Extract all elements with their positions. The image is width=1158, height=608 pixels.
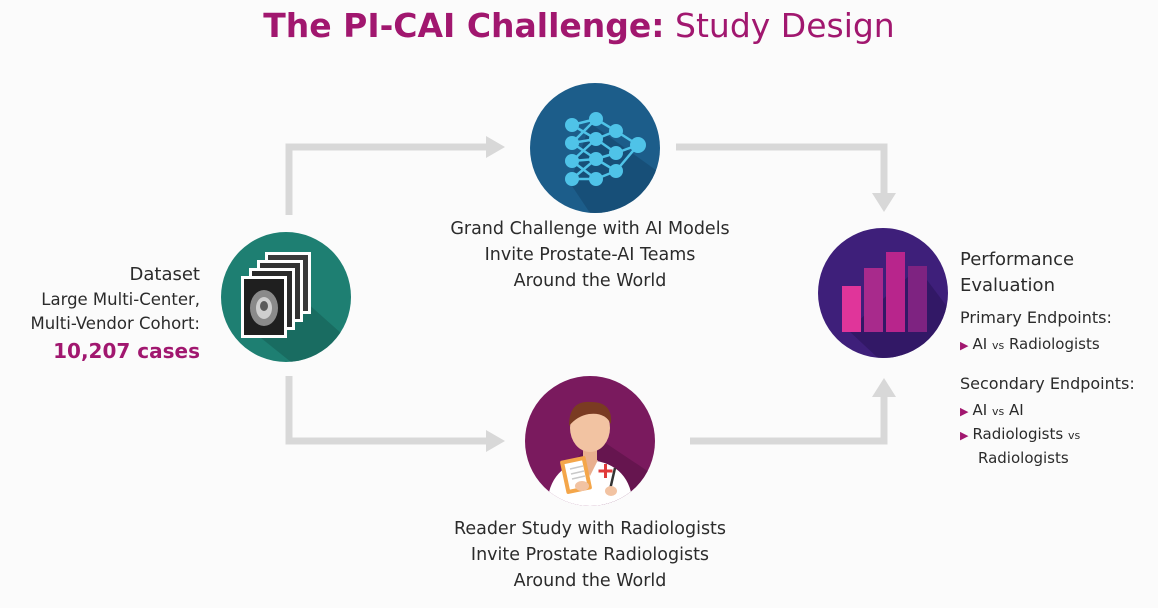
mri-slices-icon	[221, 232, 351, 362]
bullet-triangle-icon: ▶	[960, 429, 968, 442]
dataset-text: Dataset Large Multi-Center, Multi-Vendor…	[0, 262, 200, 366]
grand-challenge-heading: Grand Challenge with AI Models	[380, 216, 800, 242]
reader-study-line2: Around the World	[380, 568, 800, 594]
reader-study-text: Reader Study with Radiologists Invite Pr…	[380, 516, 800, 594]
dataset-heading: Dataset	[0, 262, 200, 288]
arrow-dataset-to-reader	[289, 376, 488, 441]
reader-study-line1: Invite Prostate Radiologists	[380, 542, 800, 568]
bullet-triangle-icon: ▶	[960, 339, 968, 352]
arrow-challenge-to-evaluation	[676, 147, 884, 196]
neural-network-icon	[530, 83, 660, 213]
radiologist-icon	[525, 376, 655, 506]
grand-challenge-line2: Around the World	[380, 268, 800, 294]
secondary-endpoint-item-2-cont: Radiologists	[960, 447, 1135, 469]
secondary-endpoints-heading: Secondary Endpoints:	[960, 373, 1135, 395]
performance-text: Performance Evaluation Primary Endpoints…	[960, 247, 1135, 469]
primary-endpoint-item: ▶AI vs Radiologists	[960, 333, 1135, 357]
primary-endpoints-heading: Primary Endpoints:	[960, 307, 1135, 329]
grand-challenge-text: Grand Challenge with AI Models Invite Pr…	[380, 216, 800, 294]
secondary-endpoint-item-1: ▶AI vs AI	[960, 399, 1135, 423]
secondary-endpoint-item-2: ▶Radiologists vs	[960, 423, 1135, 447]
bullet-triangle-icon: ▶	[960, 405, 968, 418]
performance-heading-1: Performance	[960, 247, 1135, 273]
ai-circle	[530, 83, 660, 213]
arrow-dataset-to-challenge	[289, 147, 488, 215]
dataset-circle	[221, 232, 351, 362]
bar-chart-icon	[818, 228, 948, 358]
performance-circle	[818, 228, 948, 358]
reader-study-heading: Reader Study with Radiologists	[380, 516, 800, 542]
dataset-line1: Large Multi-Center,	[0, 288, 200, 312]
reader-circle	[525, 376, 655, 506]
performance-heading-2: Evaluation	[960, 273, 1135, 299]
arrow-reader-to-evaluation	[690, 392, 884, 441]
dataset-line2: Multi-Vendor Cohort:	[0, 312, 200, 336]
grand-challenge-line1: Invite Prostate-AI Teams	[380, 242, 800, 268]
dataset-cases: 10,207 cases	[0, 336, 200, 366]
